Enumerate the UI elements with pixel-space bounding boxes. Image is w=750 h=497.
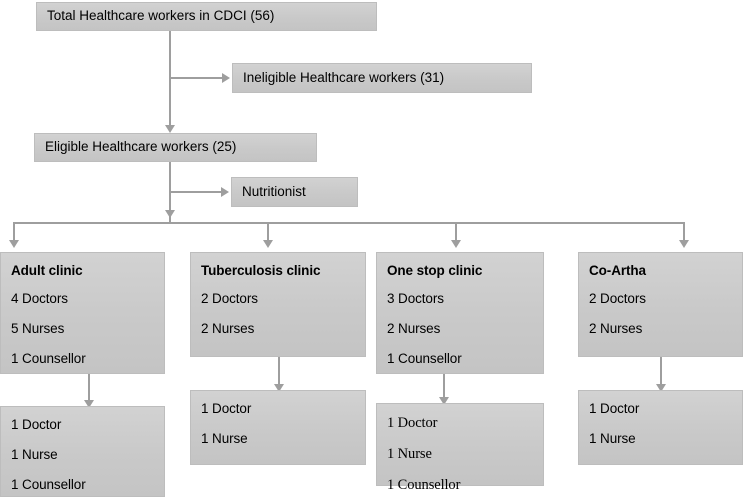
node-adult-clinic: Adult clinic 4 Doctors 5 Nurses 1 Counse… — [0, 252, 165, 374]
node-tuberculosis-clinic-row-0: 2 Doctors — [201, 290, 258, 306]
connector-clinic-bus — [13, 222, 685, 224]
node-adult-clinic-selected-row-2: 1 Counsellor — [11, 476, 86, 492]
node-one-stop-clinic-selected-row-1: 1 Nurse — [387, 446, 432, 463]
connector-total-to-ineligible — [169, 77, 224, 79]
connector-total-to-eligible — [169, 31, 171, 129]
node-co-artha: Co-Artha 2 Doctors 2 Nurses — [578, 252, 743, 357]
connector-one-stop-clinic-to-selected — [443, 374, 445, 401]
node-tuberculosis-clinic-selected-row-0: 1 Doctor — [201, 401, 252, 416]
node-tuberculosis-clinic-title: Tuberculosis clinic — [201, 263, 321, 278]
arrowhead-bus-to-one-stop-clinic — [451, 240, 461, 248]
node-adult-clinic-row-0: 4 Doctors — [11, 290, 68, 306]
node-co-artha-selected-row-0: 1 Doctor — [589, 401, 640, 416]
node-tuberculosis-clinic: Tuberculosis clinic 2 Doctors 2 Nurses — [190, 252, 366, 357]
node-tuberculosis-clinic-row-1: 2 Nurses — [201, 320, 255, 336]
node-eligible-workers: Eligible Healthcare workers (25) — [34, 133, 317, 162]
arrowhead-total-to-eligible — [165, 125, 175, 133]
node-total-workers-label: Total Healthcare workers in CDCI (56) — [47, 8, 275, 24]
node-one-stop-clinic: One stop clinic 3 Doctors 2 Nurses 1 Cou… — [376, 252, 544, 374]
node-nutritionist: Nutritionist — [231, 177, 358, 207]
connector-bus-to-adult-clinic — [13, 222, 15, 244]
node-adult-clinic-title: Adult clinic — [11, 263, 83, 278]
node-co-artha-title: Co-Artha — [589, 263, 646, 278]
node-one-stop-clinic-title: One stop clinic — [387, 263, 483, 278]
connector-bus-to-tuberculosis-clinic — [267, 222, 269, 244]
node-co-artha-row-1: 2 Nurses — [589, 320, 643, 336]
connector-co-artha-to-selected — [660, 357, 662, 388]
node-co-artha-row-0: 2 Doctors — [589, 290, 646, 306]
node-one-stop-clinic-row-2: 1 Counsellor — [387, 350, 462, 366]
connector-bus-to-one-stop-clinic — [455, 222, 457, 244]
arrowhead-eligible-down — [165, 210, 175, 218]
arrowhead-tuberculosis-clinic-to-selected — [274, 384, 284, 392]
connector-adult-clinic-to-selected — [88, 374, 90, 404]
connector-bus-to-co-artha — [683, 222, 685, 244]
node-tuberculosis-clinic-selected: 1 Doctor 1 Nurse — [190, 390, 366, 465]
node-co-artha-selected-row-1: 1 Nurse — [589, 430, 636, 446]
node-tuberculosis-clinic-selected-row-1: 1 Nurse — [201, 430, 248, 446]
connector-tuberculosis-clinic-to-selected — [278, 357, 280, 388]
arrowhead-adult-clinic-to-selected — [84, 400, 94, 408]
arrowhead-bus-to-co-artha — [679, 240, 689, 248]
node-one-stop-clinic-row-0: 3 Doctors — [387, 290, 444, 306]
node-co-artha-selected: 1 Doctor 1 Nurse — [578, 390, 743, 465]
node-adult-clinic-row-2: 1 Counsellor — [11, 350, 86, 366]
node-one-stop-clinic-selected-row-0: 1 Doctor — [387, 415, 438, 431]
arrowhead-one-stop-clinic-to-selected — [439, 397, 449, 405]
arrowhead-total-to-ineligible — [222, 73, 230, 83]
node-total-workers: Total Healthcare workers in CDCI (56) — [36, 2, 377, 31]
node-nutritionist-label: Nutritionist — [242, 183, 306, 199]
arrowhead-eligible-to-nutritionist — [221, 187, 229, 197]
node-adult-clinic-selected-row-1: 1 Nurse — [11, 446, 58, 462]
node-ineligible-workers: Ineligible Healthcare workers (31) — [232, 63, 532, 93]
arrowhead-bus-to-tuberculosis-clinic — [263, 240, 273, 248]
node-adult-clinic-selected-row-0: 1 Doctor — [11, 417, 62, 432]
node-one-stop-clinic-row-1: 2 Nurses — [387, 320, 441, 336]
arrowhead-co-artha-to-selected — [656, 384, 666, 392]
arrowhead-bus-to-adult-clinic — [9, 240, 19, 248]
node-adult-clinic-row-1: 5 Nurses — [11, 320, 65, 336]
node-one-stop-clinic-selected-row-2: 1 Counsellor — [387, 477, 461, 494]
node-one-stop-clinic-selected: 1 Doctor 1 Nurse 1 Counsellor — [376, 403, 544, 493]
node-adult-clinic-selected: 1 Doctor 1 Nurse 1 Counsellor — [0, 406, 165, 497]
node-ineligible-workers-label: Ineligible Healthcare workers (31) — [243, 69, 445, 85]
connector-eligible-to-nutritionist — [169, 191, 223, 193]
node-eligible-workers-label: Eligible Healthcare workers (25) — [45, 139, 237, 155]
